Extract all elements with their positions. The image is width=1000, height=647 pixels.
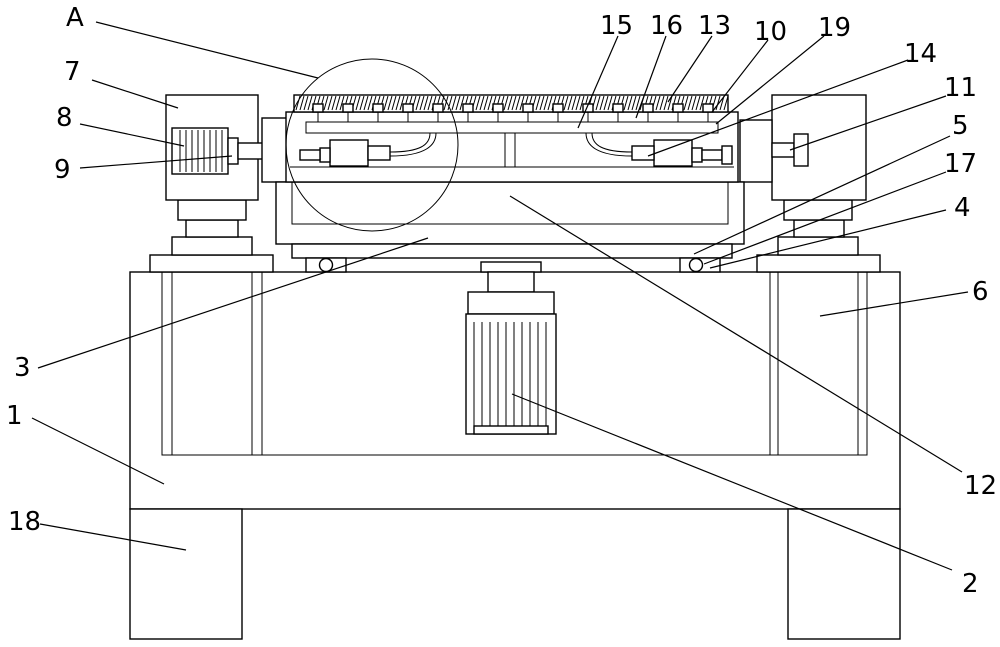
label-5: 5 [952, 111, 969, 141]
label-3: 3 [14, 353, 31, 383]
detail-circle-a [285, 58, 459, 232]
nozzle [312, 103, 324, 113]
label-8: 8 [56, 103, 73, 133]
nozzle [492, 103, 504, 113]
label-6: 6 [972, 277, 989, 307]
nozzle [522, 103, 534, 113]
right-tower [739, 94, 881, 273]
leader-lines [31, 21, 969, 571]
label-2: 2 [962, 569, 979, 599]
left-tower [149, 94, 293, 273]
label-10: 10 [754, 17, 787, 47]
label-13: 13 [698, 11, 731, 41]
nozzle [612, 103, 624, 113]
right-foot [787, 508, 901, 640]
nozzle [432, 103, 444, 113]
label-12: 12 [964, 471, 997, 501]
label-11: 11 [944, 73, 977, 103]
label-17: 17 [944, 149, 977, 179]
part-labels: A 7 8 9 3 1 18 15 16 13 10 19 14 11 5 17… [6, 3, 997, 599]
label-18: 18 [8, 507, 41, 537]
label-7: 7 [64, 57, 81, 87]
bottom-motor [465, 261, 557, 435]
label-A: A [66, 3, 84, 33]
nozzle [552, 103, 564, 113]
lower-table [275, 181, 745, 273]
label-15: 15 [600, 11, 633, 41]
nozzle [342, 103, 354, 113]
nozzle [462, 103, 474, 113]
label-16: 16 [650, 11, 683, 41]
nozzle [672, 103, 684, 113]
left-foot [129, 508, 243, 640]
nozzle [372, 103, 384, 113]
nozzle [702, 103, 714, 113]
nozzle [402, 103, 414, 113]
label-1: 1 [6, 401, 23, 431]
label-4: 4 [954, 193, 971, 223]
upper-carriage [285, 94, 739, 183]
right-coupling [793, 133, 809, 167]
label-19: 19 [818, 13, 851, 43]
label-14: 14 [904, 39, 937, 69]
label-9: 9 [54, 155, 71, 185]
nozzle [642, 103, 654, 113]
